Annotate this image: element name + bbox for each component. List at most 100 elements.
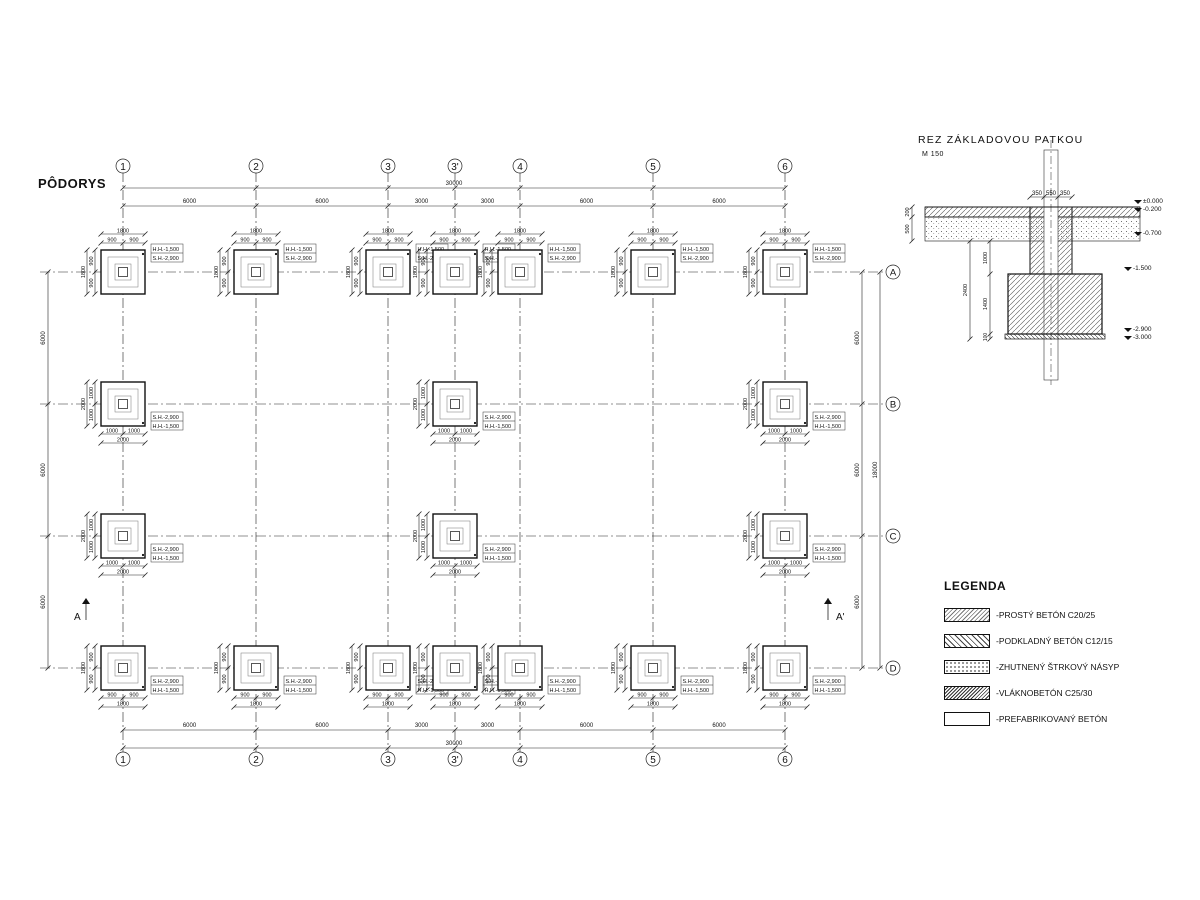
axis-bubble	[512, 751, 528, 767]
footing-step	[439, 388, 471, 420]
dim-tick	[349, 291, 355, 297]
footing-dim-text: 1000	[89, 519, 95, 531]
dim-text-right-total: 18000	[873, 461, 879, 478]
footing-dim-text: 900	[354, 652, 360, 661]
level-label-text: H.H.-1,500	[418, 247, 445, 253]
dim-tick	[416, 291, 422, 297]
level-label-text: H.H.-1,500	[815, 424, 842, 430]
footing-step	[637, 652, 669, 684]
axis-label: 5	[650, 755, 656, 766]
footing-dim-text: 1000	[460, 561, 472, 567]
dim-tick	[349, 687, 355, 693]
pedestal-outline	[776, 395, 794, 413]
axis-label: B	[890, 400, 896, 411]
pedestal-outline	[446, 395, 464, 413]
pedestal-outline	[776, 527, 794, 545]
axis-label: D	[890, 664, 897, 675]
footing-dim-text: 2000	[743, 530, 749, 542]
axis-label: 2	[253, 755, 259, 766]
footing-dim-text: 2000	[413, 398, 419, 410]
level-label-text: S.H.-2,900	[485, 547, 511, 553]
level-point	[671, 252, 675, 256]
plan-title: PÔDORYS	[38, 176, 107, 191]
dim-tick	[92, 379, 98, 385]
dim-text-span: 3000	[415, 199, 429, 205]
footing-dim-text: 1800	[250, 702, 262, 708]
dim-tick	[430, 231, 436, 237]
dim-tick	[495, 704, 501, 710]
dim-tick	[672, 231, 678, 237]
section-dim-text: 350	[1032, 191, 1043, 197]
section-title: REZ ZÁKLADOVOU PATKOU	[918, 134, 1084, 146]
footing-dim-text: 1800	[743, 662, 749, 674]
footing-dim-text: 1000	[751, 387, 757, 399]
dim-tick	[452, 203, 458, 209]
column-outline	[383, 663, 393, 673]
pedestal-outline	[644, 263, 662, 281]
axis-label: C	[890, 532, 897, 543]
level-point	[473, 685, 477, 689]
dim-tick	[746, 379, 752, 385]
dim-tick	[495, 231, 501, 237]
section-level-text: -2.900	[1133, 326, 1152, 333]
column-outline	[450, 531, 460, 541]
legend-label: -VLÁKNOBETÓN C25/30	[996, 688, 1093, 698]
dim-tick	[416, 511, 422, 517]
dim-tick	[474, 704, 480, 710]
dim-tick	[120, 185, 126, 191]
dim-tick	[452, 695, 458, 701]
dim-tick	[539, 231, 545, 237]
axis-label: 2	[253, 162, 259, 173]
dim-tick	[225, 269, 231, 275]
dim-tick	[385, 695, 391, 701]
footing-outline	[762, 645, 808, 691]
dim-tick	[859, 665, 865, 671]
axis-label: 6	[782, 162, 788, 173]
dim-tick	[622, 247, 628, 253]
dim-tick	[754, 401, 760, 407]
dim-tick	[407, 704, 413, 710]
footing-outline	[497, 645, 543, 691]
dim-tick	[746, 423, 752, 429]
column-outline	[780, 531, 790, 541]
footing-dim-text: 900	[394, 693, 403, 699]
dim-text-span: 6000	[580, 199, 594, 205]
dim-tick	[275, 231, 281, 237]
axis-bubble	[115, 751, 131, 767]
column-outline	[118, 531, 128, 541]
dim-tick	[98, 563, 104, 569]
pedestal-outline	[247, 263, 265, 281]
dim-tick	[231, 695, 237, 701]
dim-tick	[142, 695, 148, 701]
level-label-text: H.H.-1,500	[485, 424, 512, 430]
footing-dim-text: 900	[262, 693, 271, 699]
axis-bubble	[447, 158, 463, 174]
dim-tick	[760, 704, 766, 710]
footing-dim-text: 1800	[514, 702, 526, 708]
level-mark	[1124, 328, 1132, 332]
dim-tick	[98, 431, 104, 437]
footing-dim-text: 1000	[421, 541, 427, 553]
level-label-text: H.H.-1,500	[815, 247, 842, 253]
dim-tick	[231, 240, 237, 246]
dim-tick	[357, 291, 363, 297]
dim-tick	[622, 643, 628, 649]
footing-dim-text: 1000	[438, 429, 450, 435]
dim-tick	[672, 240, 678, 246]
dim-tick	[782, 185, 788, 191]
axis-label: 5	[650, 162, 656, 173]
column-outline	[118, 399, 128, 409]
dim-text-left: 6000	[41, 331, 47, 345]
dim-text-span: 6000	[183, 199, 197, 205]
footing-step	[769, 256, 801, 288]
column-outline	[450, 663, 460, 673]
footing-step	[439, 256, 471, 288]
level-mark	[1134, 232, 1142, 236]
legend-swatch-gravel-fill	[944, 660, 990, 674]
footing-dim-text: 1800	[117, 229, 129, 235]
footing-dim-text: 1800	[449, 702, 461, 708]
pedestal-outline	[114, 659, 132, 677]
footing-step	[637, 256, 669, 288]
pedestal-outline	[114, 527, 132, 545]
section-dim-tick	[987, 238, 993, 244]
